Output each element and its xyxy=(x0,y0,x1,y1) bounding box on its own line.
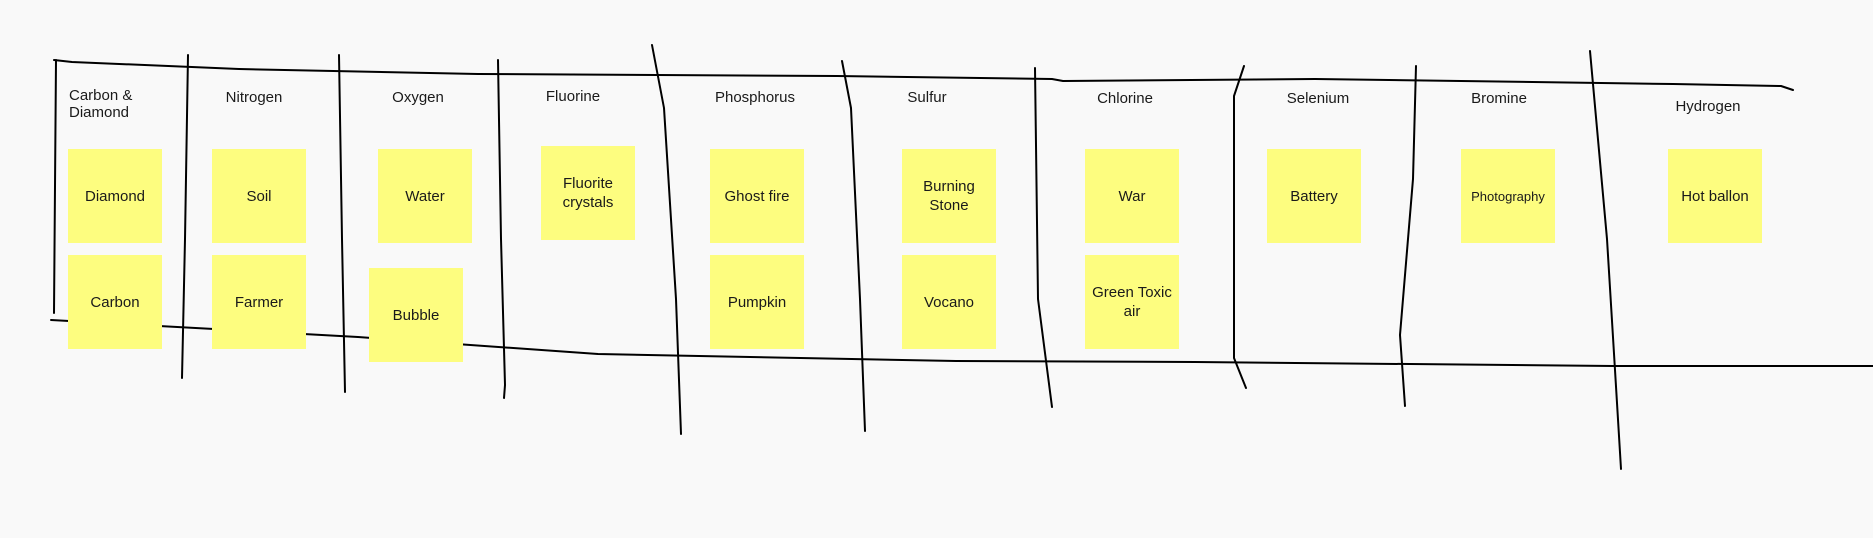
sticky-note[interactable]: Ghost fire xyxy=(710,149,804,243)
column-label-phosphorus: Phosphorus xyxy=(714,89,796,106)
sticky-note[interactable]: Battery xyxy=(1267,149,1361,243)
sticky-note[interactable]: Carbon xyxy=(68,255,162,349)
column-label-chlorine: Chlorine xyxy=(1097,90,1153,107)
column-label-nitrogen: Nitrogen xyxy=(225,89,283,106)
sticky-note[interactable]: Photography xyxy=(1461,149,1555,243)
sticky-note[interactable]: Hot ballon xyxy=(1668,149,1762,243)
divider-line xyxy=(181,54,189,379)
column-label-oxygen: Oxygen xyxy=(392,89,444,106)
label-line: Carbon & xyxy=(69,87,133,104)
sticky-note[interactable]: Pumpkin xyxy=(710,255,804,349)
sticky-note[interactable]: Green Toxic air xyxy=(1085,255,1179,349)
column-label-selenium: Selenium xyxy=(1286,90,1350,107)
divider-line xyxy=(53,59,57,314)
column-label-carbon-diamond: Carbon & Diamond xyxy=(69,87,132,121)
sticky-note[interactable]: Water xyxy=(378,149,472,243)
sticky-note[interactable]: War xyxy=(1085,149,1179,243)
bottom-line xyxy=(50,319,1873,367)
divider-line xyxy=(338,54,346,393)
divider-line xyxy=(1589,50,1622,470)
sticky-note[interactable]: Farmer xyxy=(212,255,306,349)
top-line xyxy=(53,59,1794,91)
divider-line xyxy=(497,59,506,399)
divider-line xyxy=(1233,65,1247,389)
column-label-bromine: Bromine xyxy=(1471,90,1527,107)
sticky-note[interactable]: Fluorite crystals xyxy=(541,146,635,240)
column-label-hydrogen: Hydrogen xyxy=(1675,98,1741,115)
column-label-fluorine: Fluorine xyxy=(545,88,601,105)
divider-line xyxy=(1399,65,1417,407)
column-label-sulfur: Sulfur xyxy=(907,89,947,106)
divider-line xyxy=(1034,67,1053,408)
divider-line xyxy=(841,60,866,432)
sticky-note[interactable]: Soil xyxy=(212,149,306,243)
sticky-note[interactable]: Burning Stone xyxy=(902,149,996,243)
sticky-note[interactable]: Bubble xyxy=(369,268,463,362)
sticky-note[interactable]: Vocano xyxy=(902,255,996,349)
label-line: Diamond xyxy=(69,104,130,121)
sticky-note[interactable]: Diamond xyxy=(68,149,162,243)
divider-line xyxy=(651,44,682,435)
